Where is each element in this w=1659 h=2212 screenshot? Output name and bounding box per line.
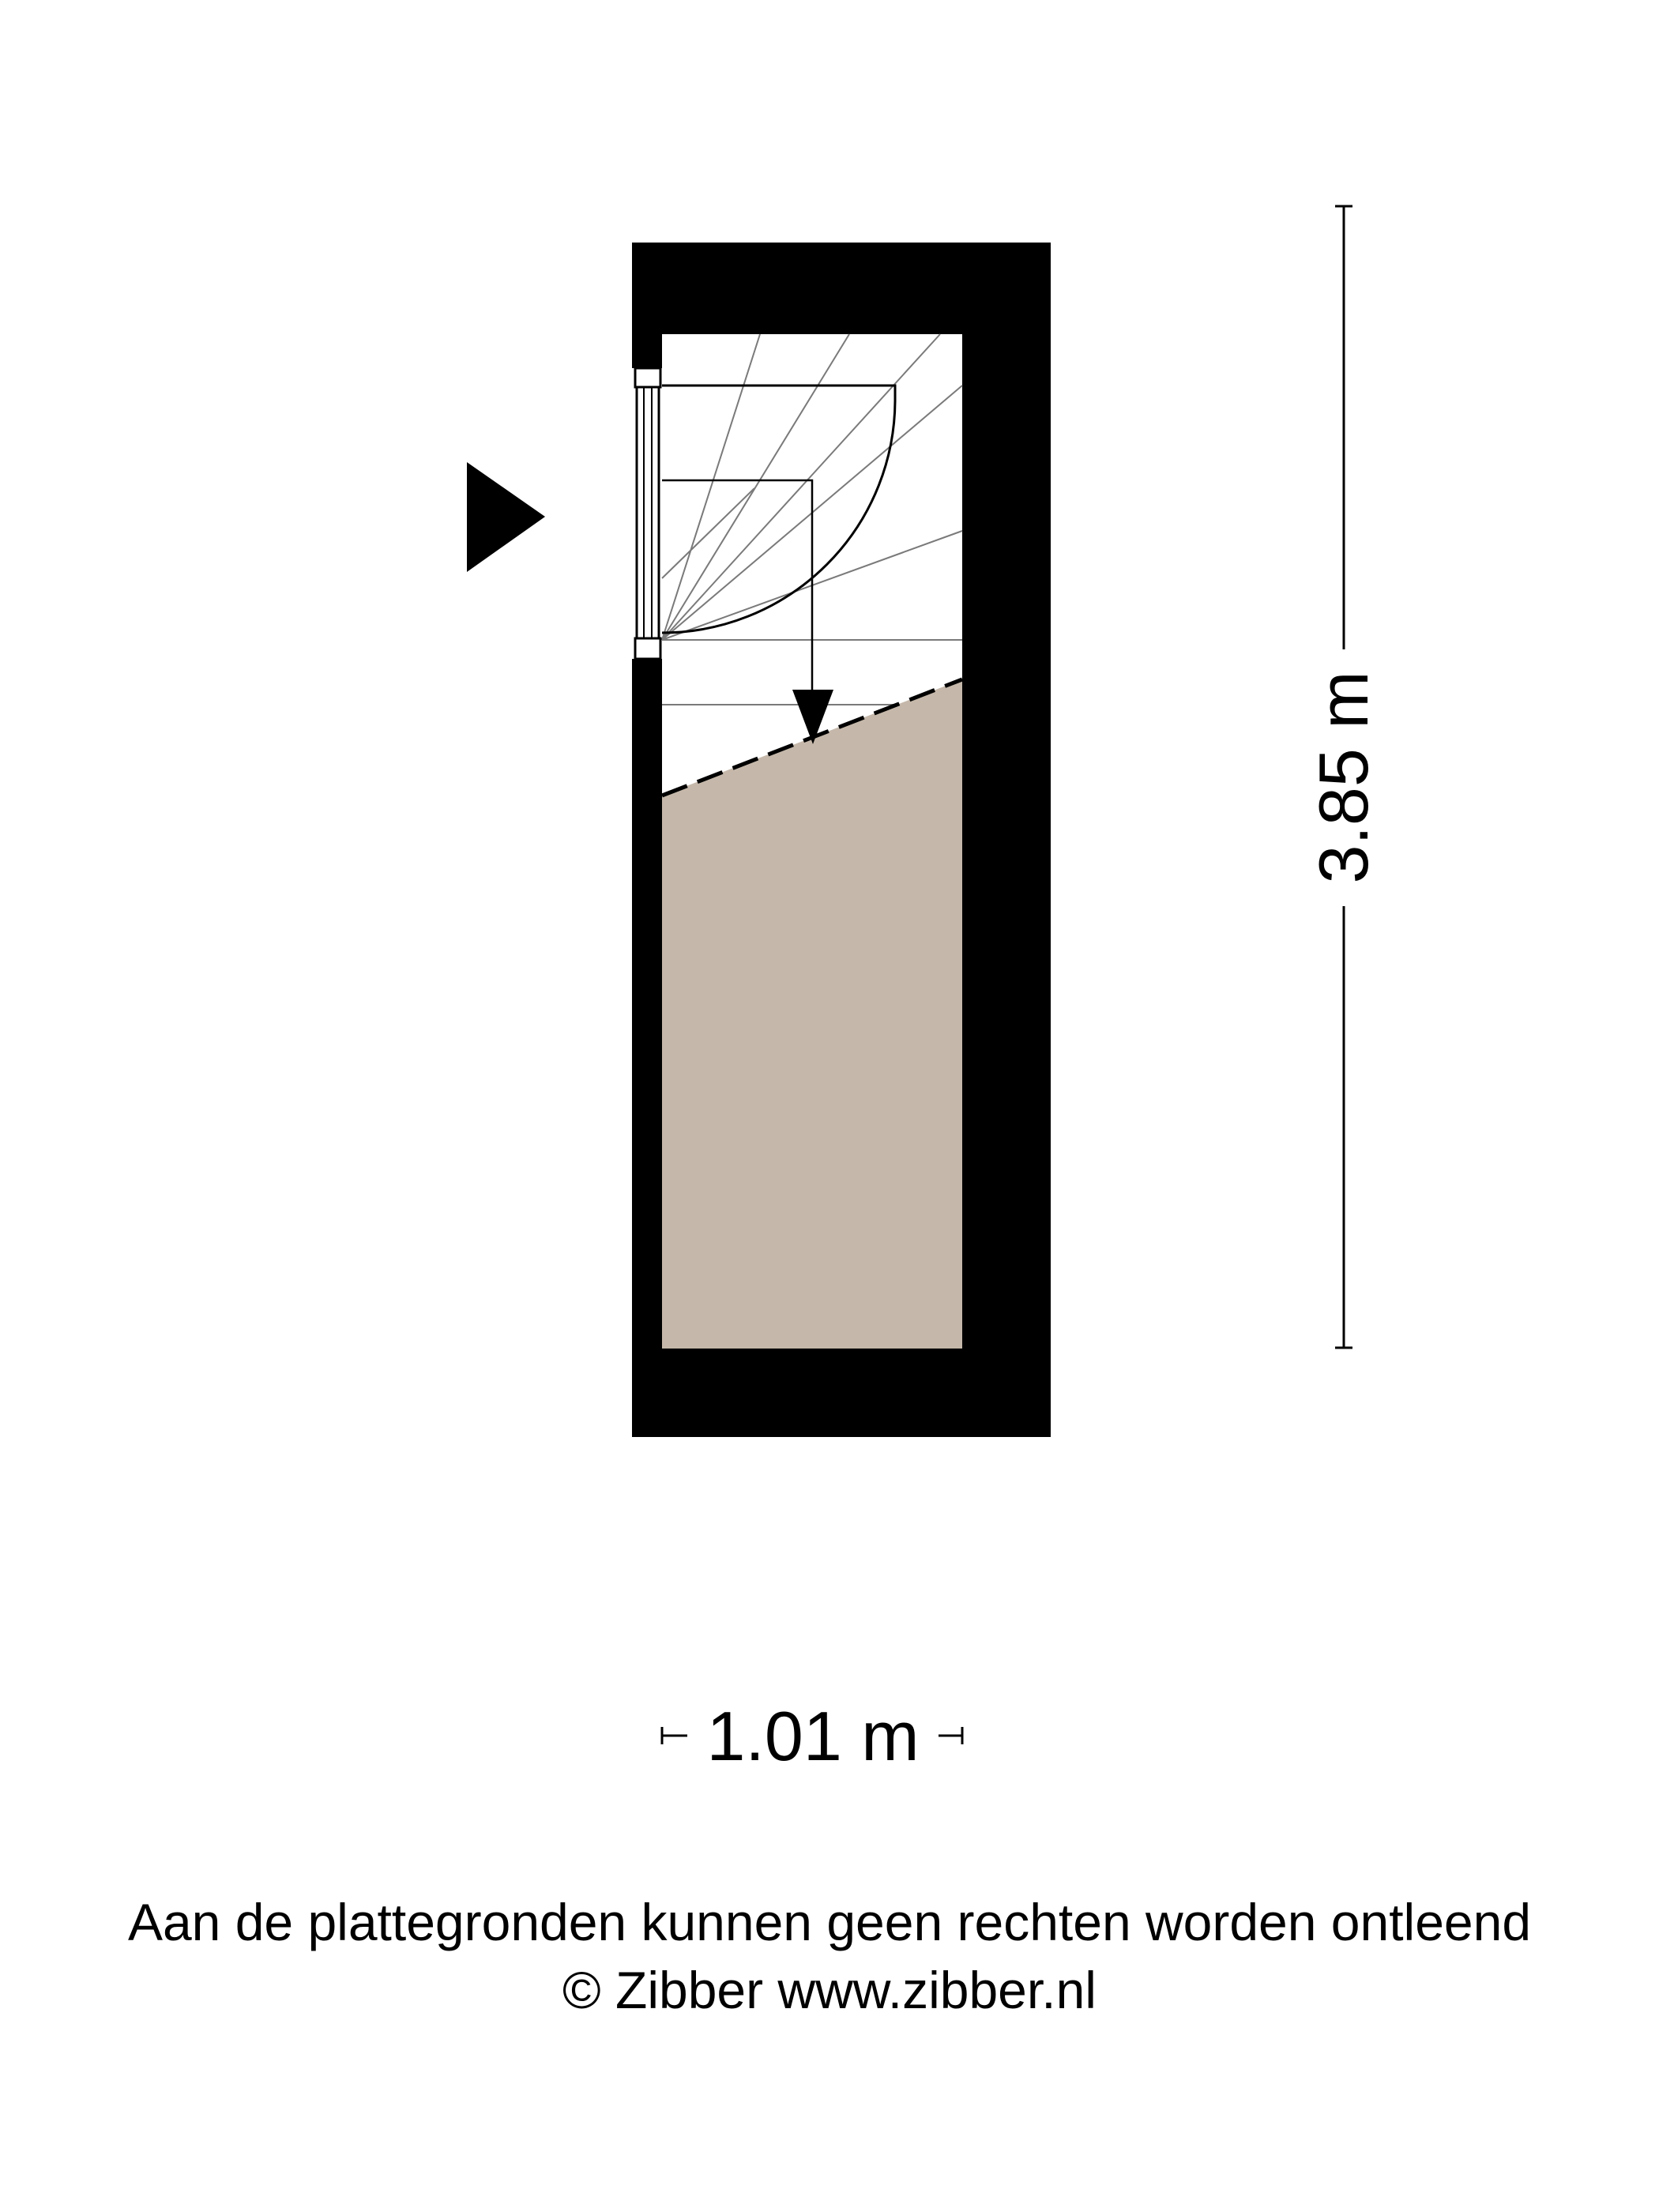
door-swing <box>661 384 897 634</box>
door-frame <box>634 367 662 660</box>
disclaimer-text: Aan de plattegronden kunnen geen rechten… <box>127 1893 1532 1951</box>
stair-direction-arrow-icon <box>792 690 833 744</box>
copyright-text: © Zibber www.zibber.nl <box>562 1961 1097 2019</box>
stair-walking-line <box>662 479 814 695</box>
entrance-arrow-icon <box>467 462 545 572</box>
height-dimension-label: 3.85 m <box>1304 671 1382 883</box>
sloped-ceiling-area <box>662 679 962 1349</box>
width-dimension-label: 1.01 m <box>706 1697 919 1775</box>
height-dimension <box>1335 205 1352 1349</box>
width-dimension <box>660 1727 964 1744</box>
